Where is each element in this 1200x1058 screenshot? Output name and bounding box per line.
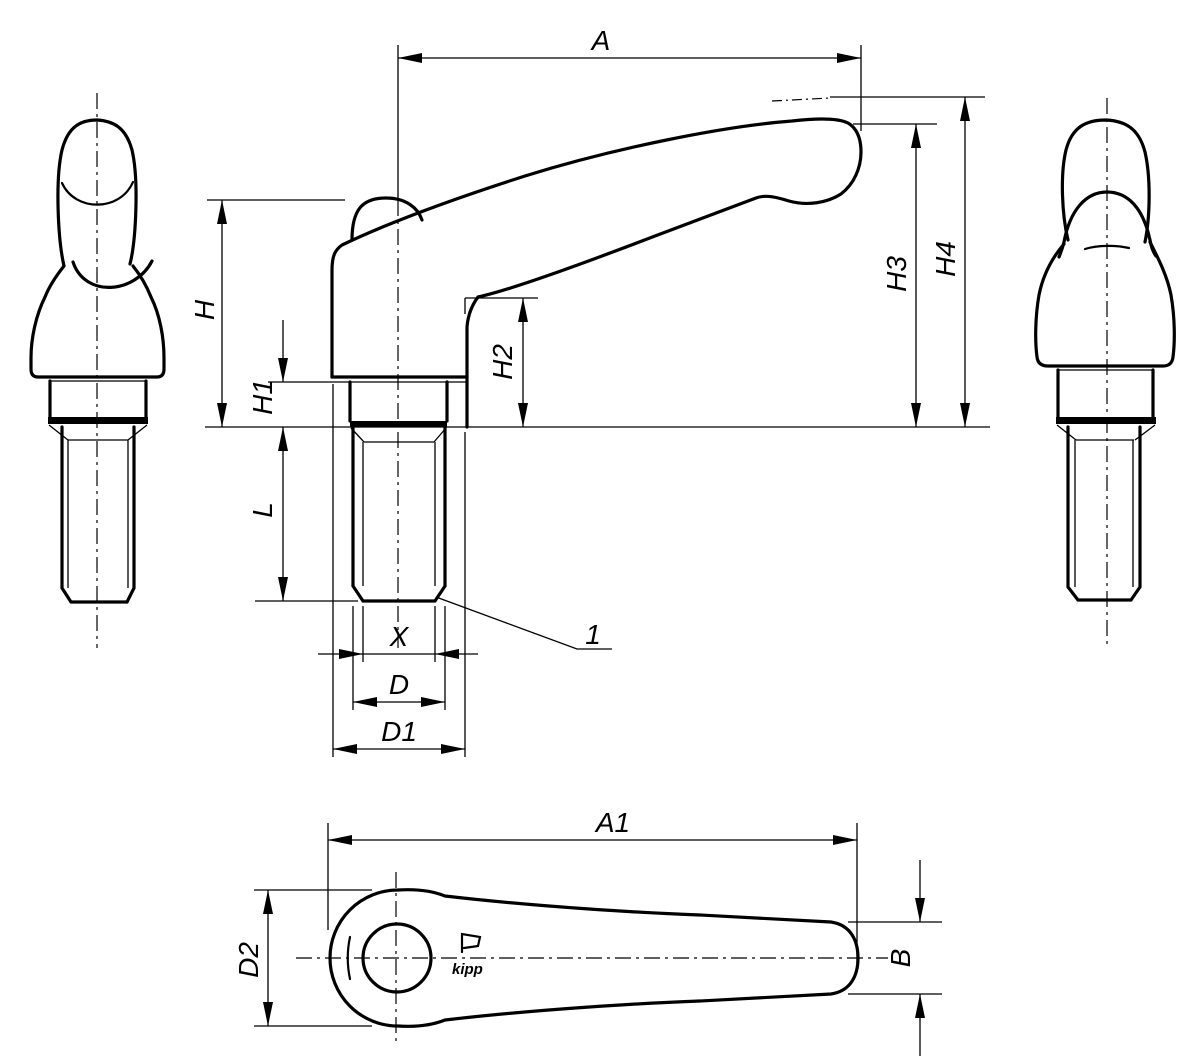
dim-d2-arrow-bottom bbox=[263, 1002, 273, 1026]
dimension-H3: H3 bbox=[853, 123, 937, 427]
dim-label-a: A bbox=[590, 25, 611, 56]
dim-label-h: H bbox=[189, 299, 220, 320]
dim-l-arrow-bottom bbox=[278, 577, 288, 601]
dim-d-arrow-left bbox=[353, 697, 377, 707]
main-view-collar bbox=[348, 380, 449, 423]
dim-d-arrow-right bbox=[421, 697, 445, 707]
left-view-body bbox=[29, 264, 166, 379]
kipp-logo-flag bbox=[460, 932, 482, 954]
dim-d1-arrow-left bbox=[333, 744, 357, 754]
dimension-D1: D1 bbox=[332, 384, 466, 757]
dim-h1-arrow bbox=[278, 358, 288, 382]
dim-h4-arrow-bottom bbox=[960, 403, 970, 427]
dim-h-arrow-top bbox=[217, 200, 227, 224]
bottom-view-hole bbox=[361, 922, 433, 994]
dim-x-arrow-right bbox=[435, 649, 459, 659]
dimension-H1: H1 bbox=[247, 320, 466, 415]
right-view-collar-flange bbox=[1056, 417, 1156, 424]
dim-label-l: L bbox=[247, 502, 278, 518]
left-view-stud bbox=[60, 425, 136, 604]
right-view-body bbox=[1034, 240, 1176, 368]
callout-1-label: 1 bbox=[585, 619, 601, 650]
main-view-collar-flange bbox=[350, 421, 447, 427]
left-view-socket-arc bbox=[71, 259, 154, 289]
dim-label-h4: H4 bbox=[930, 241, 961, 277]
left-view-knob-arc bbox=[60, 180, 135, 206]
left-end-view bbox=[29, 93, 166, 648]
dim-h-arrow-bottom bbox=[217, 403, 227, 427]
dim-d2-arrow-top bbox=[263, 890, 273, 914]
dim-h2-arrow-bottom bbox=[518, 403, 528, 427]
dim-h3-arrow-bottom bbox=[911, 403, 921, 427]
dim-h2-arrow-top bbox=[518, 298, 528, 322]
dim-d1-ext bbox=[332, 384, 466, 757]
dim-a-arrow-left bbox=[398, 53, 422, 63]
dim-a-arrow-right bbox=[837, 53, 861, 63]
bottom-view-chamfer-mark bbox=[346, 935, 352, 981]
dimension-H: H bbox=[189, 199, 345, 427]
dimension-H4: H4 bbox=[771, 96, 985, 427]
dim-l-arrow-top bbox=[278, 427, 288, 451]
callout-1: 1 bbox=[435, 596, 612, 650]
main-view-thread-minor bbox=[350, 427, 447, 586]
dim-a1-arrow-right bbox=[833, 835, 857, 845]
dim-a1-arrow-left bbox=[328, 835, 352, 845]
dim-label-d: D bbox=[389, 669, 409, 700]
main-side-view bbox=[330, 45, 863, 648]
dim-label-a1: A1 bbox=[594, 807, 630, 838]
dim-d2-ext bbox=[254, 889, 372, 1027]
main-view-lever-outline bbox=[330, 117, 863, 429]
dim-x-ext bbox=[362, 606, 436, 662]
dimension-A1: A1 bbox=[327, 807, 858, 963]
right-view-stud bbox=[1066, 425, 1142, 602]
main-view-cap-dome bbox=[350, 196, 424, 242]
dim-b-ext bbox=[848, 921, 942, 995]
dim-b-arrow-top bbox=[915, 898, 925, 922]
dim-label-d2: D2 bbox=[233, 942, 264, 978]
dim-d-ext bbox=[352, 606, 446, 710]
dim-label-d1: D1 bbox=[381, 716, 417, 747]
kipp-logo-text: kipp bbox=[452, 961, 483, 978]
dimension-A: A bbox=[398, 25, 862, 131]
dim-h4-arrow-top bbox=[960, 97, 970, 121]
dim-d1-arrow-right bbox=[441, 744, 465, 754]
dimension-D2: D2 bbox=[233, 889, 372, 1027]
right-view-parting-line bbox=[1083, 244, 1131, 251]
dimension-D: D bbox=[352, 606, 446, 710]
dim-label-h1: H1 bbox=[247, 379, 278, 415]
left-view-collar bbox=[48, 379, 148, 419]
dim-label-x: X bbox=[389, 621, 410, 652]
dim-h4-phantom bbox=[771, 97, 831, 102]
left-view-knob bbox=[56, 118, 138, 268]
bottom-view-lever-outline bbox=[328, 888, 860, 1028]
dim-b-arrow-bottom bbox=[915, 994, 925, 1018]
dim-label-h2: H2 bbox=[487, 344, 518, 380]
left-view-collar-flange bbox=[48, 417, 148, 424]
bottom-top-view: kipp bbox=[296, 872, 888, 1042]
dimension-L: L bbox=[247, 427, 358, 602]
dim-label-b: B bbox=[885, 949, 916, 968]
dimension-B: B bbox=[848, 860, 942, 1056]
dim-x-arrow-left bbox=[339, 649, 363, 659]
dimension-X: X bbox=[318, 606, 478, 662]
kipp-logo: kipp bbox=[452, 932, 483, 978]
dimension-H2: H2 bbox=[464, 297, 538, 427]
dim-h2-ext bbox=[464, 297, 538, 314]
callout-1-leader bbox=[435, 596, 612, 650]
dim-h3-arrow-top bbox=[911, 124, 921, 148]
right-view-collar bbox=[1056, 368, 1155, 419]
dim-a1-ext bbox=[327, 823, 858, 963]
dim-label-h3: H3 bbox=[881, 256, 912, 292]
left-view-thread-minor bbox=[48, 424, 148, 588]
main-view-stud bbox=[351, 425, 447, 603]
right-view-knob bbox=[1060, 118, 1151, 244]
right-end-view bbox=[1034, 98, 1176, 645]
